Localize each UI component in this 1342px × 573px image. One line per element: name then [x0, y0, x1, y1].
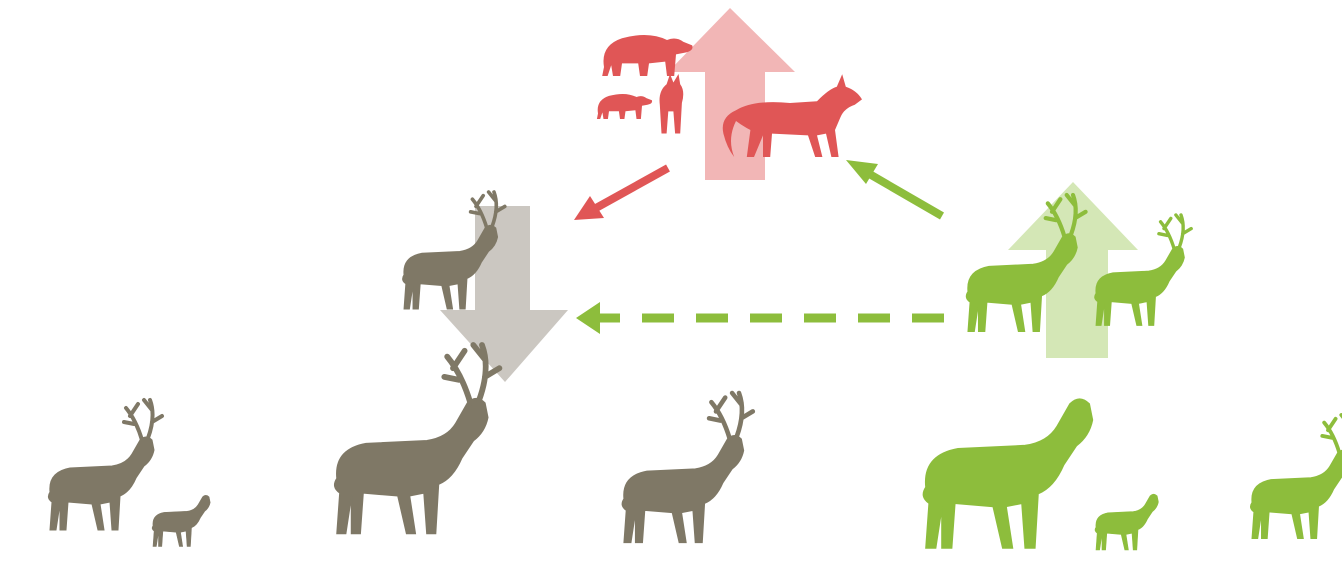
caribou-icon — [48, 400, 162, 530]
lynx-icon — [660, 74, 684, 134]
caribou-calf-icon — [152, 495, 210, 546]
caribou-icon — [622, 393, 753, 543]
relation-arrow-prey-to-caribou-dashed — [576, 302, 944, 334]
relation-arrow-predators-to-caribou — [574, 168, 668, 220]
moose-icon — [923, 399, 1092, 548]
bear-cub-icon — [597, 94, 652, 119]
moose-calf-icon — [1095, 494, 1158, 550]
caribou-group — [48, 192, 752, 547]
caribou-icon — [335, 345, 500, 534]
deer-icon — [1250, 415, 1342, 539]
predator-increase-arrow — [668, 8, 795, 180]
relation-arrow-prey-to-predators — [846, 160, 942, 216]
